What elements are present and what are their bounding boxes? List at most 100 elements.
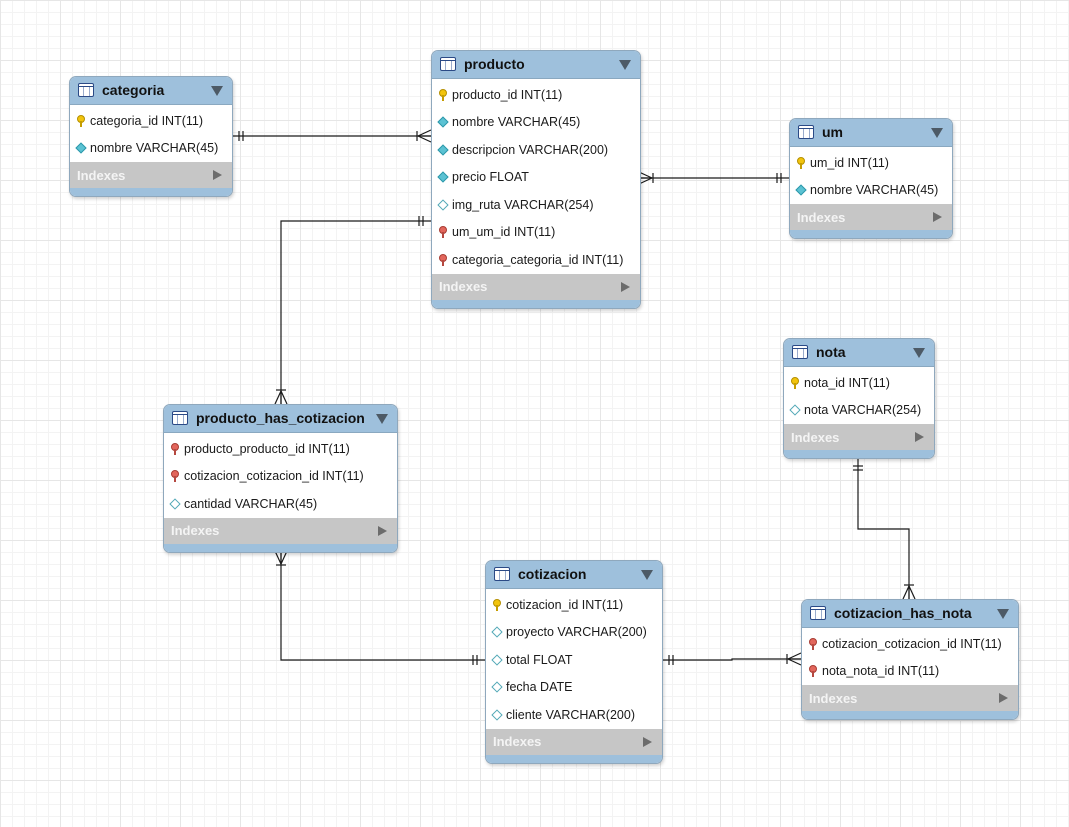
expand-arrow-icon[interactable] [999,693,1008,703]
relationship-categoria-producto[interactable] [231,129,432,143]
table-cotizacion[interactable]: cotizacion cotizacion_id INT(11) proyecto … [485,560,663,764]
relationship-line[interactable] [857,458,910,599]
table-header[interactable]: cotizacion_has_nota [802,600,1018,628]
many-cardinality-marker [638,171,654,185]
nullable-column-icon [492,709,501,721]
table-categoria[interactable]: categoria categoria_id INT(11) nombre VARC… [69,76,233,197]
column-row[interactable]: categoria_categoria_id INT(11) [432,246,640,274]
column-list: nota_id INT(11) nota VARCHAR(254) [784,367,934,424]
table-footer [486,754,662,763]
column-row[interactable]: total FLOAT [486,646,662,674]
relationship-producto-producto-has-cotizacion[interactable] [274,216,431,405]
column-row[interactable]: cantidad VARCHAR(45) [164,490,397,518]
relationship-line[interactable] [661,658,801,661]
foreign-key-icon [170,470,179,483]
table-icon [494,567,510,581]
one-cardinality-marker [418,216,424,226]
table-header[interactable]: um [790,119,952,147]
column-row[interactable]: um_um_id INT(11) [432,219,640,247]
collapse-toggle-icon[interactable] [913,348,925,358]
column-row[interactable]: fecha DATE [486,674,662,702]
not-null-column-icon [438,144,447,156]
column-label: nombre VARCHAR(45) [452,115,581,130]
indexes-section[interactable]: Indexes [784,424,934,450]
one-cardinality-marker [238,131,244,141]
collapse-toggle-icon[interactable] [641,570,653,580]
indexes-section[interactable]: Indexes [432,273,640,300]
expand-arrow-icon[interactable] [933,212,942,222]
column-row[interactable]: precio FLOAT [432,164,640,192]
column-label: producto_id INT(11) [452,87,563,102]
column-list: cotizacion_id INT(11) proyecto VARCHAR(20… [486,589,662,729]
table-header[interactable]: nota [784,339,934,367]
relationship-um-producto[interactable] [638,171,789,185]
table-cotizacion-has-nota[interactable]: cotizacion_has_nota cotizacion_cotizacion… [801,599,1019,720]
column-row[interactable]: cliente VARCHAR(200) [486,701,662,729]
table-header[interactable]: cotizacion [486,561,662,589]
column-label: cotizacion_id INT(11) [506,597,624,612]
table-header[interactable]: categoria [70,77,232,105]
column-list: categoria_id INT(11) nombre VARCHAR(45) [70,105,232,162]
table-nota[interactable]: nota nota_id INT(11) nota VARCHAR(254) Inde… [783,338,935,459]
relationship-cotizacion-cotizacion-has-nota[interactable] [661,652,802,666]
table-header[interactable]: producto [432,51,640,79]
column-row[interactable]: cotizacion_id INT(11) [486,591,662,619]
nullable-column-icon [170,498,179,510]
column-row[interactable]: um_id INT(11) [790,149,952,177]
one-cardinality-marker [472,655,478,665]
indexes-section[interactable]: Indexes [164,517,397,544]
column-row[interactable]: img_ruta VARCHAR(254) [432,191,640,219]
column-row[interactable]: nota_nota_id INT(11) [802,658,1018,686]
relationship-line[interactable] [280,551,485,661]
collapse-toggle-icon[interactable] [211,86,223,96]
column-row[interactable]: proyecto VARCHAR(200) [486,619,662,647]
indexes-label: Indexes [809,690,858,706]
table-icon [440,57,456,71]
foreign-key-icon [438,226,447,239]
table-header[interactable]: producto_has_cotizacion [164,405,397,433]
relationship-line[interactable] [280,220,431,404]
expand-arrow-icon[interactable] [915,432,924,442]
column-row[interactable]: nombre VARCHAR(45) [790,177,952,205]
column-row[interactable]: categoria_id INT(11) [70,107,232,135]
relationship-cotizacion-producto-has-cotizacion[interactable] [274,550,485,665]
collapse-toggle-icon[interactable] [931,128,943,138]
expand-arrow-icon[interactable] [213,170,222,180]
expand-arrow-icon[interactable] [643,736,652,747]
indexes-section[interactable]: Indexes [802,685,1018,711]
relationship-nota-cotizacion-has-nota[interactable] [853,458,916,600]
table-producto[interactable]: producto producto_id INT(11) nombre VARCHA… [431,50,641,309]
column-label: precio FLOAT [452,170,529,185]
column-label: cotizacion_cotizacion_id INT(11) [822,636,1002,651]
column-row[interactable]: descripcion VARCHAR(200) [432,136,640,164]
column-label: categoria_id INT(11) [90,113,204,128]
column-row[interactable]: cotizacion_cotizacion_id INT(11) [802,630,1018,658]
column-row[interactable]: producto_producto_id INT(11) [164,435,397,463]
column-row[interactable]: producto_id INT(11) [432,81,640,109]
column-row[interactable]: nota VARCHAR(254) [784,397,934,425]
foreign-key-icon [808,637,817,650]
collapse-toggle-icon[interactable] [376,414,388,424]
collapse-toggle-icon[interactable] [619,60,631,70]
column-label: nota_nota_id INT(11) [822,664,940,679]
column-row[interactable]: nombre VARCHAR(45) [432,109,640,137]
column-row[interactable]: nombre VARCHAR(45) [70,135,232,163]
table-title: nota [816,344,846,360]
column-label: nota VARCHAR(254) [804,403,922,418]
column-row[interactable]: cotizacion_cotizacion_id INT(11) [164,463,397,491]
indexes-label: Indexes [797,209,846,225]
many-cardinality-marker [786,652,802,666]
collapse-toggle-icon[interactable] [997,609,1009,619]
column-label: nota_id INT(11) [804,375,890,390]
indexes-section[interactable]: Indexes [790,204,952,230]
expand-arrow-icon[interactable] [378,525,387,536]
indexes-section[interactable]: Indexes [486,728,662,755]
column-row[interactable]: nota_id INT(11) [784,369,934,397]
indexes-section[interactable]: Indexes [70,162,232,188]
expand-arrow-icon[interactable] [621,281,630,292]
foreign-key-icon [438,253,447,266]
many-cardinality-marker [274,550,288,566]
indexes-label: Indexes [439,279,488,294]
